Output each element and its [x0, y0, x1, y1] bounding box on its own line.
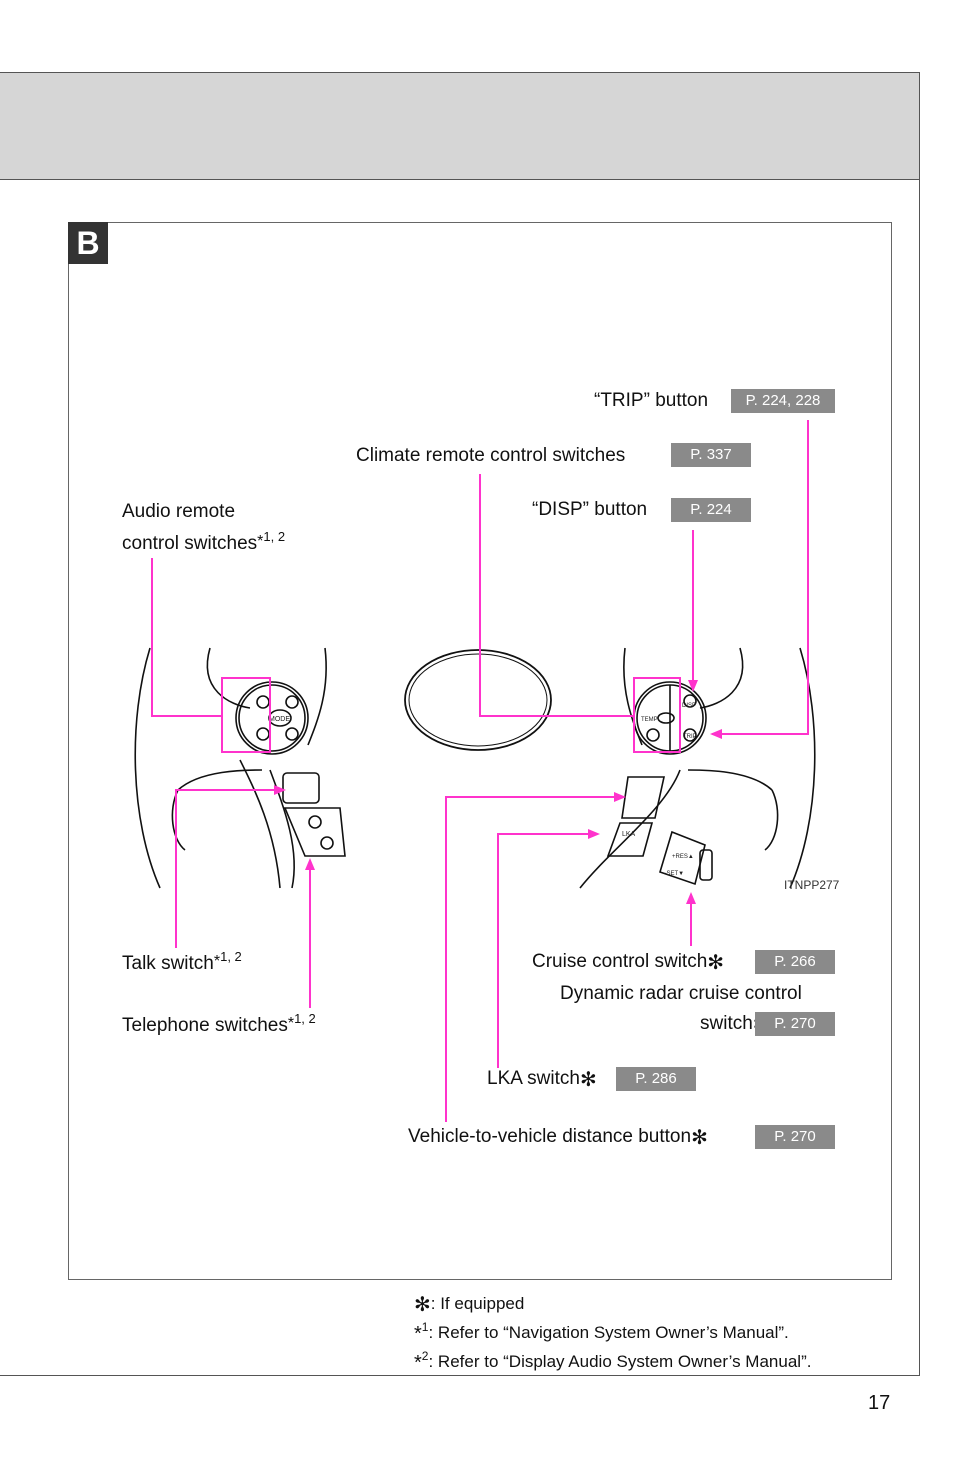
page-number: 17 — [868, 1392, 891, 1414]
climate-switches-label: Climate remote control switches — [356, 445, 626, 466]
footnote-asterisk-icon: * — [414, 1352, 422, 1374]
section-badge: B — [68, 222, 108, 264]
equipped-star-icon: ✻ — [579, 1069, 597, 1091]
footnote-asterisk-icon: * — [213, 953, 221, 970]
disp-button-label: “DISP” button — [532, 499, 648, 520]
distance-page-ref[interactable]: P. 270 — [755, 1125, 835, 1149]
equipped-star-icon: ✻ — [691, 1127, 708, 1149]
disp-page-ref[interactable]: P. 224 — [671, 498, 751, 522]
telephone-switches-label: Telephone switches*1, 2 — [122, 1011, 316, 1036]
lka-page-ref[interactable]: P. 286 — [616, 1067, 696, 1091]
header-band — [0, 72, 920, 180]
page-frame — [0, 180, 920, 1376]
talk-switch-label: Talk switch*1, 2 — [122, 949, 242, 974]
radar-page-ref[interactable]: P. 270 — [755, 1012, 835, 1036]
climate-page-ref[interactable]: P. 337 — [671, 443, 751, 467]
footnotes: ✻: If equipped *1: Refer to “Navigation … — [414, 1290, 811, 1377]
equipped-star-icon: ✻ — [414, 1294, 431, 1316]
footnote-display-audio: *2: Refer to “Display Audio System Owner… — [414, 1349, 812, 1374]
audio-switches-label-line1: Audio remote — [122, 501, 236, 522]
cruise-page-ref[interactable]: P. 266 — [755, 950, 835, 974]
figure-panel — [68, 222, 892, 1280]
lka-switch-label: LKA switch✻ — [487, 1068, 597, 1091]
figure-code: ITNPP277 — [784, 878, 840, 892]
cruise-switch-label: Cruise control switch✻ — [532, 951, 725, 974]
distance-button-label: Vehicle-to-vehicle distance button✻ — [408, 1126, 708, 1149]
footnote-asterisk-icon: * — [414, 1323, 422, 1345]
equipped-star-icon: ✻ — [707, 952, 725, 974]
radar-cruise-label-line1: Dynamic radar cruise control — [560, 983, 802, 1004]
trip-page-ref[interactable]: P. 224, 228 — [731, 389, 835, 413]
footnote-asterisk-icon: * — [257, 533, 264, 550]
footnote-navigation: *1: Refer to “Navigation System Owner’s … — [414, 1320, 789, 1345]
footnote-asterisk-icon: * — [287, 1015, 295, 1032]
audio-switches-label-line2: control switches*1, 2 — [122, 529, 286, 554]
trip-button-label: “TRIP” button — [594, 390, 709, 411]
footnote-if-equipped: ✻: If equipped — [414, 1294, 525, 1316]
